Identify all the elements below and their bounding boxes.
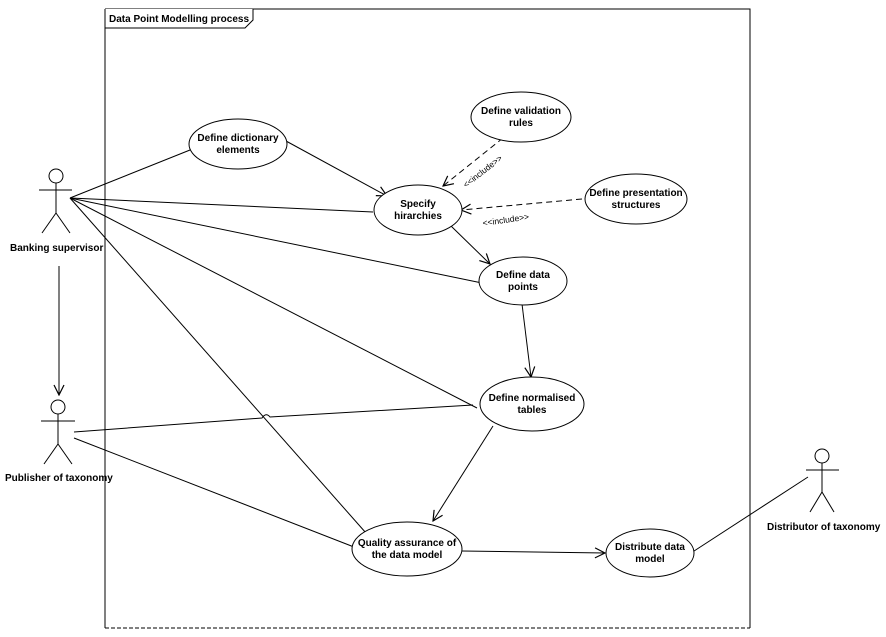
include-presentation [461,198,583,210]
actor-distributor[interactable] [806,448,839,513]
actor-head-icon [814,448,830,464]
system-boundary: Data Point Modelling process [104,8,751,629]
use-case-distribute-line1: Distribute data [615,542,685,553]
assoc-supervisor-dictionary [69,149,191,199]
frame-title-tab [104,9,254,29]
use-case-presentation-line1: Define presentation [589,188,682,199]
use-case-presentation-line2: structures [612,200,661,211]
arrow-quality-distribute [461,551,605,553]
use-case-validation-line2: rules [509,118,533,129]
use-case-validation[interactable]: Define validation rules [470,91,572,143]
flow-arrows [59,140,605,553]
arrow-dictionary-specify [285,140,387,196]
assoc-supervisor-quality [69,197,367,534]
use-case-data-points[interactable]: Define data points [478,256,568,306]
include-validation-label: <<include>> [461,153,504,190]
use-case-quality-line1: Quality assurance of [358,538,457,549]
use-case-presentation[interactable]: Define presentation structures [584,173,688,225]
actor-banking-supervisor-label: Banking supervisor [10,243,103,254]
actor-head-icon [48,168,64,184]
use-case-specify-line2: hirarchies [394,211,442,222]
actor-head-icon [50,399,66,415]
actor-distributor-label: Distributor of taxonomy [767,522,881,533]
use-case-data-points-line1: Define data [496,270,550,281]
use-case-specify-line1: Specify [400,199,436,210]
assoc-supervisor-datapoints [69,197,483,284]
include-validation [443,137,504,186]
use-case-normalised-line2: tables [518,405,547,416]
actor-banking-supervisor[interactable] [39,168,72,234]
assoc-distribute-distributor [690,476,809,554]
use-case-dictionary-line2: elements [216,145,260,156]
associations [69,149,809,554]
frame-title: Data Point Modelling process [109,14,249,25]
actor-publisher[interactable] [41,399,75,465]
use-case-normalised[interactable]: Define normalised tables [479,376,585,432]
use-case-dictionary-line1: Define dictionary [197,133,279,144]
use-case-dictionary[interactable]: Define dictionary elements [188,118,288,170]
use-case-quality[interactable]: Quality assurance of the data model [351,521,463,577]
actor-publisher-label: Publisher of taxonomy [5,473,113,484]
assoc-publisher-normalised [73,404,474,433]
use-case-specify[interactable]: Specify hirarchies [373,184,463,236]
include-presentation-label: <<include>> [482,212,530,228]
assoc-supervisor-specify [69,197,374,213]
assoc-publisher-quality [73,437,355,548]
include-dependencies [443,137,583,210]
use-case-normalised-line1: Define normalised [489,393,576,404]
use-case-distribute-line2: model [635,554,665,565]
use-case-distribute[interactable]: Distribute data model [605,528,695,578]
use-case-data-points-line2: points [508,282,538,293]
arrow-specify-datapoints [450,225,490,264]
use-case-validation-line1: Define validation [481,106,561,117]
use-case-quality-line2: the data model [372,550,443,561]
arrow-normalised-quality [433,425,494,521]
assoc-supervisor-normalised [69,197,478,409]
arrow-datapoints-normalised [521,303,531,377]
